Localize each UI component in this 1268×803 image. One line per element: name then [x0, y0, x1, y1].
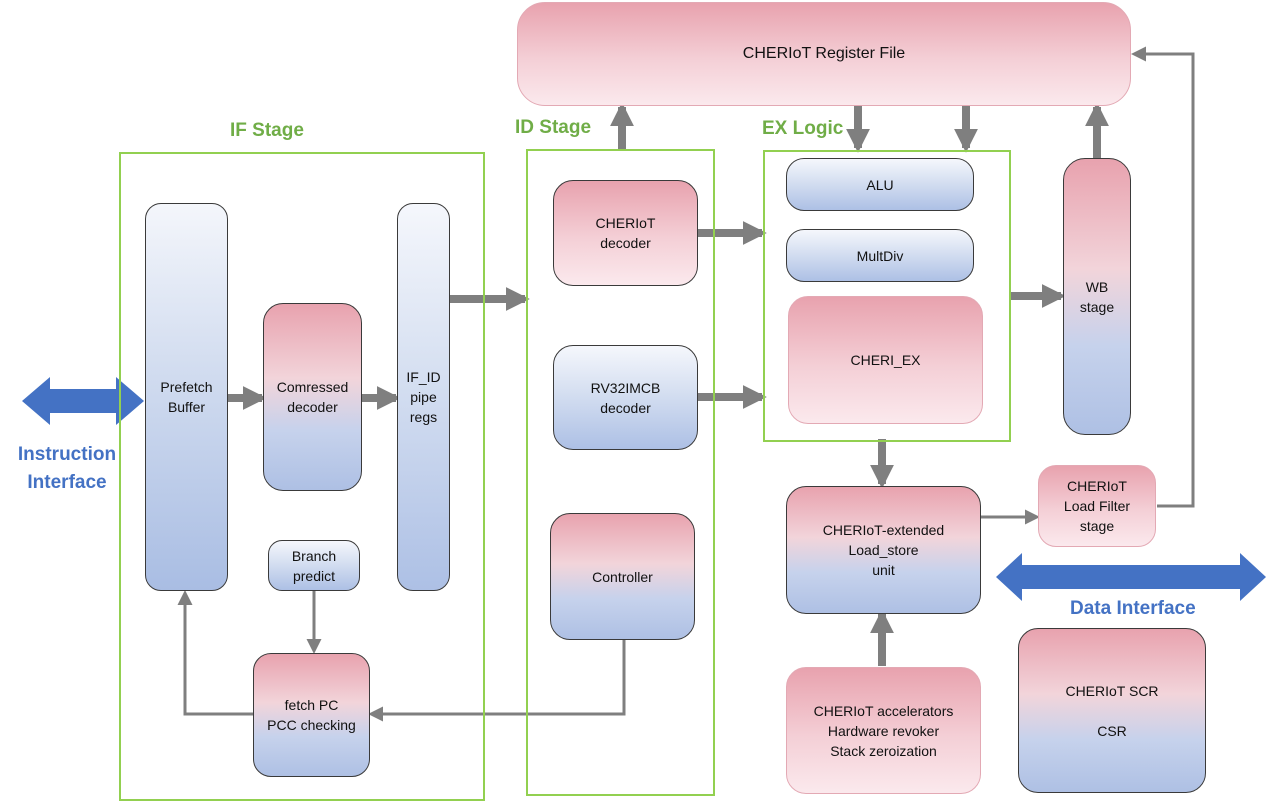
- rv32-decoder-line-1: RV32IMCB: [590, 379, 661, 396]
- if-id-regs-block: IF_ID pipe regs: [397, 203, 450, 591]
- branch-predict-line-2: predict: [292, 567, 336, 584]
- load-store-line-3: unit: [872, 562, 895, 578]
- instruction-interface-line-1: Instruction: [17, 444, 117, 465]
- compressed-decoder-line-2: decoder: [287, 399, 338, 415]
- fetch-pc-block: fetch PC PCC checking: [253, 653, 370, 777]
- instruction-interface-arrow: [22, 377, 144, 425]
- load-filter-block: CHERIoT Load Filter stage: [1038, 465, 1156, 547]
- load-store-line-1: CHERIoT-extended: [822, 522, 945, 538]
- branch-predict-block: Branch predict: [268, 540, 360, 591]
- alu-label: ALU: [866, 176, 894, 193]
- arrow-controller-to-fetch: [368, 640, 626, 722]
- csr-line-2: CSR: [1097, 722, 1127, 739]
- load-store-unit-block: CHERIoT-extended Load_store unit: [786, 486, 981, 614]
- fetch-pc-line-2: PCC checking: [267, 717, 356, 733]
- load-filter-line-2: Load Filter: [1063, 498, 1131, 514]
- ex-logic-frame: [763, 150, 1011, 442]
- if-id-regs-line-3: regs: [409, 409, 438, 425]
- fetch-pc-line-1: fetch PC: [284, 697, 339, 713]
- csr-block: CHERIoT SCR CSR: [1018, 628, 1206, 793]
- alu-block: ALU: [786, 158, 974, 211]
- if-id-regs-line-1: IF_ID: [406, 369, 441, 385]
- cheriot-decoder-block: CHERIoT decoder: [553, 180, 698, 286]
- if-id-regs-line-2: pipe: [410, 389, 437, 405]
- prefetch-buffer-line-1: Prefetch: [160, 379, 213, 395]
- prefetch-buffer-block: Prefetch Buffer: [145, 203, 228, 591]
- prefetch-buffer-line-2: Buffer: [167, 399, 206, 415]
- wb-stage-line-1: WB: [1085, 278, 1109, 295]
- csr-line-1: CHERIoT SCR: [1065, 682, 1159, 699]
- multdiv-label: MultDiv: [856, 247, 904, 264]
- accelerators-line-3: Stack zeroization: [830, 742, 937, 759]
- data-interface-arrow: [996, 553, 1266, 601]
- register-file-block: CHERIoT Register File: [517, 2, 1131, 106]
- accelerators-line-1: CHERIoT accelerators: [813, 702, 954, 719]
- controller-block: Controller: [550, 513, 695, 640]
- compressed-decoder-line-1: Comressed: [276, 379, 349, 395]
- register-file-label: CHERIoT Register File: [742, 45, 906, 62]
- accelerators-block: CHERIoT accelerators Hardware revoker St…: [786, 667, 981, 794]
- cheri-ex-label: CHERI_EX: [850, 352, 921, 368]
- accelerators-line-2: Hardware revoker: [827, 722, 940, 739]
- rv32-decoder-line-2: decoder: [600, 399, 651, 416]
- arrow-fetch-to-prefetch: [177, 590, 254, 716]
- data-interface-label: Data Interface: [1070, 598, 1196, 619]
- cheriot-decoder-line-1: CHERIoT: [595, 215, 656, 231]
- cheriot-decoder-line-2: decoder: [600, 235, 651, 251]
- branch-predict-line-1: Branch: [291, 547, 337, 564]
- wb-stage-block: WB stage: [1063, 158, 1131, 435]
- instruction-interface-line-2: Interface: [27, 472, 107, 493]
- if-stage-title: IF Stage: [230, 120, 304, 141]
- load-filter-line-1: CHERIoT: [1067, 478, 1127, 494]
- ex-logic-title: EX Logic: [762, 118, 844, 139]
- instruction-interface-label: Instruction Interface: [8, 441, 126, 497]
- wb-stage-line-2: stage: [1079, 298, 1115, 315]
- compressed-decoder-block: Comressed decoder: [263, 303, 362, 491]
- cheri-ex-block: CHERI_EX: [788, 296, 983, 424]
- rv32-decoder-block: RV32IMCB decoder: [553, 345, 698, 450]
- controller-label: Controller: [592, 568, 653, 585]
- arrow-filter-to-regfile: [1131, 46, 1195, 508]
- load-store-line-2: Load_store: [848, 542, 919, 558]
- multdiv-block: MultDiv: [786, 229, 974, 282]
- if-stage-frame: [119, 152, 485, 801]
- load-filter-line-3: stage: [1079, 518, 1115, 534]
- id-stage-title: ID Stage: [515, 117, 592, 138]
- id-stage-frame: [526, 149, 715, 796]
